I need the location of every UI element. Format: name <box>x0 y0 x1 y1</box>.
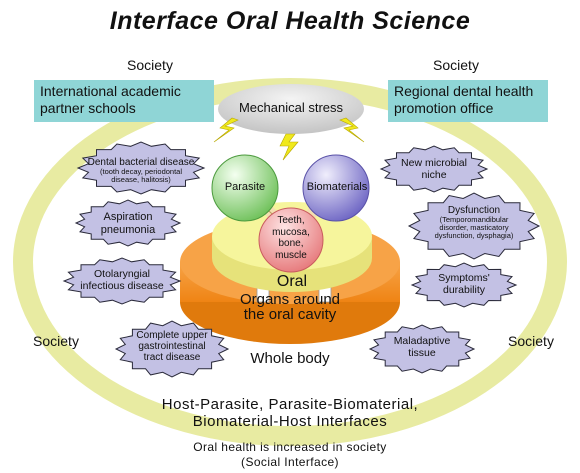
organs-label: Organs around the oral cavity <box>212 292 368 322</box>
burst-label-microbial: New microbial niche <box>384 157 484 181</box>
burst-dysfunction-sub-2: disorder, masticatory <box>439 223 509 232</box>
organs-line-2: the oral cavity <box>243 306 337 323</box>
promotion-office-box: Regional dental health promotion office <box>388 80 548 122</box>
mechanical-stress-ellipse <box>218 84 364 134</box>
burst-label-aspiration: Aspiration pneumonia <box>78 211 178 237</box>
burst-dental-sub-2: disease, halitosis) <box>111 175 171 184</box>
burst-dysfunction-sub-3: dysfunction, dysphagia) <box>434 231 514 240</box>
burst-dental <box>76 141 206 195</box>
burst-gastro-line-2: gastrointestinal <box>138 341 206 352</box>
teeth-label: Teeth, mucosa, bone, muscle <box>259 215 323 261</box>
burst-otolaryngial-line-2: infectious disease <box>80 280 164 292</box>
burst-microbial-line-2: niche <box>421 169 447 181</box>
mechanical-stress-label: Mechanical stress <box>238 100 344 115</box>
society-label-top-left: Society <box>127 57 173 73</box>
oral-label: Oral <box>276 273 308 290</box>
teeth-circle <box>258 207 324 273</box>
burst-group <box>62 141 541 378</box>
burst-aspiration <box>74 199 182 247</box>
burst-gastro <box>114 320 230 378</box>
burst-label-gastro: Complete upper gastrointestinal tract di… <box>120 330 224 363</box>
burst-label-maladaptive: Maladaptive tissue <box>374 335 470 359</box>
social-interface-text: (Social Interface) <box>241 455 339 469</box>
burst-label-symptoms: Symptoms' durability <box>414 272 514 296</box>
burst-symptoms-line-2: durability <box>442 284 486 296</box>
teeth-line-2: mucosa, <box>272 226 310 238</box>
burst-gastro-line-3: tract disease <box>143 352 201 363</box>
promotion-office-line-2: promotion office <box>394 100 494 116</box>
burst-aspiration-line-2: pneumonia <box>100 224 156 236</box>
burst-dental-main: Dental bacterial disease <box>87 157 195 168</box>
society-label-top-right: Society <box>433 57 479 73</box>
teeth-line-1: Teeth, <box>277 215 305 226</box>
parasite-label: Parasite <box>224 181 266 193</box>
burst-microbial-line-1: New microbial <box>401 157 467 169</box>
teeth-line-4: muscle <box>275 249 307 261</box>
burst-label-otolaryngial: Otolaryngial infectious disease <box>66 268 178 292</box>
lightning-icon-center <box>279 133 299 161</box>
burst-maladaptive-line-1: Maladaptive <box>393 335 451 347</box>
interfaces-text: Host-Parasite, Parasite-Biomaterial, Bio… <box>80 396 500 430</box>
burst-dysfunction-main: Dysfunction <box>447 205 501 216</box>
burst-label-dental: Dental bacterial disease (tooth decay, p… <box>80 157 202 184</box>
burst-microbial <box>379 145 489 193</box>
interfaces-line-1: Host-Parasite, Parasite-Biomaterial, <box>161 396 419 413</box>
teeth-line-3: bone, <box>278 238 304 249</box>
whole-body-label: Whole body <box>250 350 330 367</box>
biomaterials-circle <box>302 154 370 222</box>
parasite-circle <box>211 154 279 222</box>
interfaces-line-2: Biomaterial-Host Interfaces <box>192 413 388 430</box>
burst-dental-sub-1: (tooth decay, periodontal <box>100 167 182 176</box>
organs-line-1: Organs around <box>239 291 341 308</box>
biomaterials-label: Biomaterials <box>306 181 368 193</box>
lightning-icon-left <box>213 117 239 143</box>
promotion-office-line-1: Regional dental health <box>394 83 534 99</box>
partner-schools-line-1: International academic <box>40 83 181 99</box>
page-title: Interface Oral Health Science <box>109 7 471 35</box>
burst-aspiration-line-1: Aspiration <box>103 211 153 223</box>
burst-otolaryngial <box>62 257 182 305</box>
burst-otolaryngial-line-1: Otolaryngial <box>93 268 151 280</box>
burst-maladaptive <box>368 324 476 374</box>
society-label-mid-right: Society <box>508 333 554 349</box>
burst-gastro-line-1: Complete upper <box>136 330 208 341</box>
lightning-icon-right <box>339 117 365 143</box>
burst-symptoms-line-1: Symptoms' <box>438 272 490 284</box>
burst-symptoms <box>410 262 518 308</box>
burst-dysfunction-sub-1: (Temporomandibular <box>439 215 509 224</box>
partner-schools-box: International academic partner schools <box>34 80 214 122</box>
society-line-text: Oral health is increased in society <box>193 440 387 454</box>
burst-label-dysfunction: Dysfunction (Temporomandibular disorder,… <box>414 205 534 240</box>
society-label-mid-left: Society <box>33 333 79 349</box>
burst-maladaptive-line-2: tissue <box>408 347 436 359</box>
burst-dysfunction <box>407 192 541 260</box>
partner-schools-line-2: partner schools <box>40 100 136 116</box>
